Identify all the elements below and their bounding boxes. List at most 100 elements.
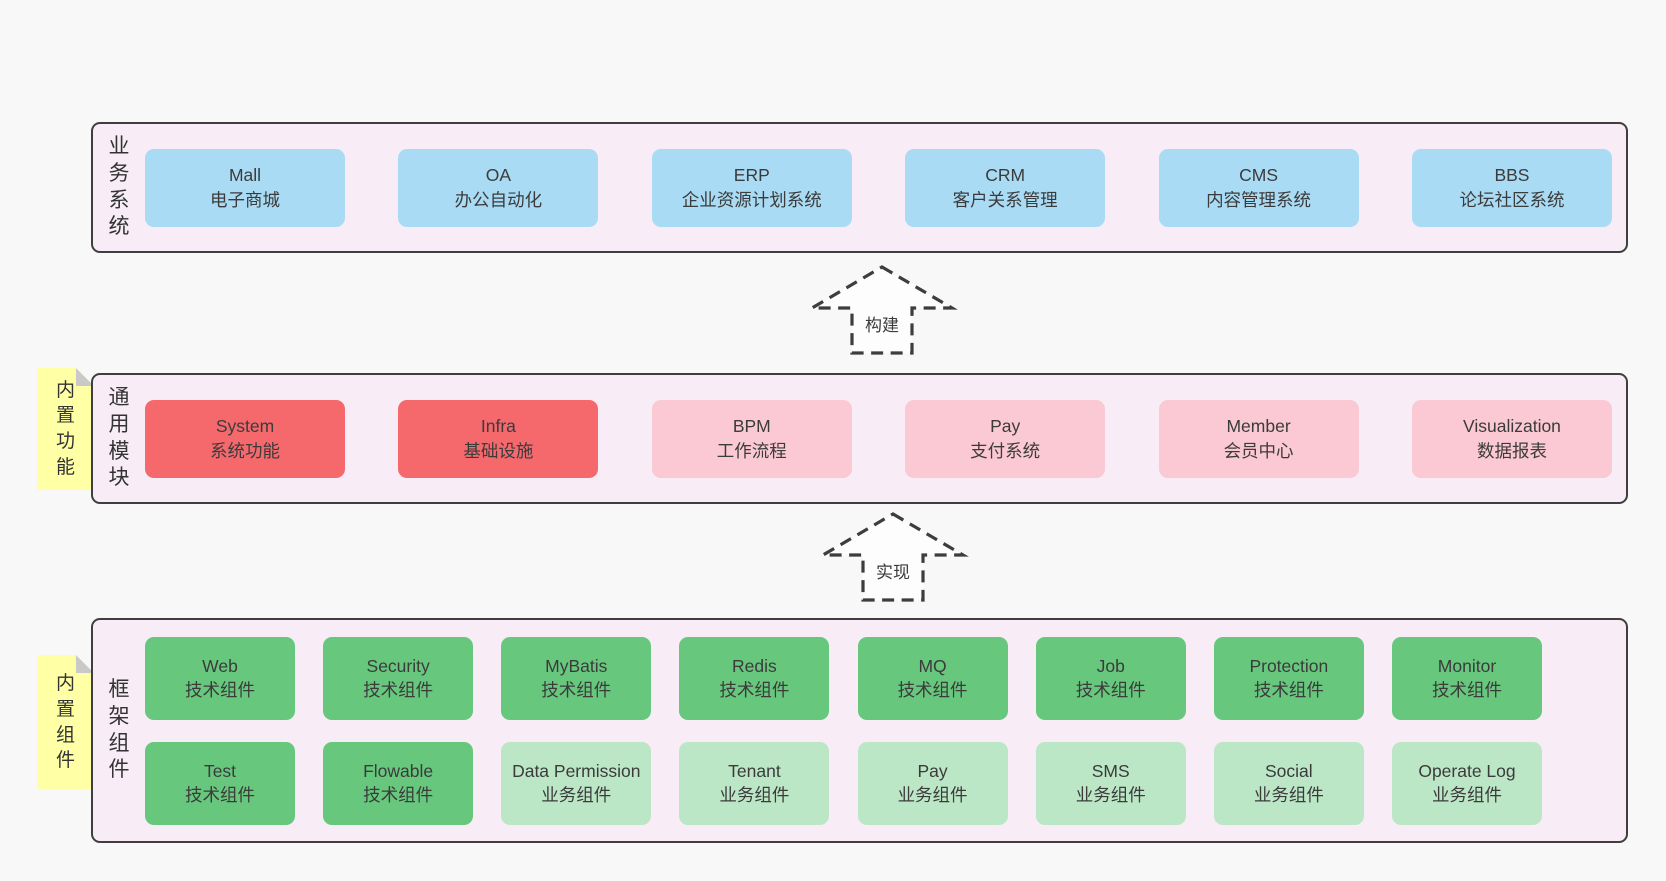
box-subtitle: 技术组件 xyxy=(363,785,434,805)
box-flowable: Flowable 技术组件 xyxy=(323,741,474,825)
build-arrow-label: 构建 xyxy=(865,316,899,335)
box-title: MyBatis xyxy=(545,655,608,676)
box-subtitle: 技术组件 xyxy=(719,680,790,700)
box-title: Member xyxy=(1226,416,1291,437)
box-operate-log: Operate Log 业务组件 xyxy=(1391,741,1542,825)
box-social: Social 业务组件 xyxy=(1213,741,1364,825)
box-subtitle: 支付系统 xyxy=(970,440,1041,461)
section-label-text: 业务系统 xyxy=(108,134,130,239)
box-subtitle: 业务组件 xyxy=(1075,785,1146,805)
panel-business-systems: 业务系统 Mall 电子商城 OA 办公自动化 ERP 企业资源计划系统 CRM… xyxy=(91,122,1628,253)
box-title: Infra xyxy=(480,416,516,437)
box-pay-component: Pay 业务组件 xyxy=(857,741,1008,825)
box-title: SMS xyxy=(1091,760,1130,781)
box-title: Mall xyxy=(228,165,262,186)
box-subtitle: 技术组件 xyxy=(1253,680,1324,700)
box-title: BBS xyxy=(1494,165,1530,186)
box-subtitle: 数据报表 xyxy=(1476,440,1547,461)
box-mall: Mall 电子商城 xyxy=(145,148,345,227)
box-subtitle: 工作流程 xyxy=(716,440,787,461)
box-title: Pay xyxy=(917,760,948,781)
box-title: Data Permission xyxy=(512,760,641,781)
box-title: OA xyxy=(485,165,512,186)
box-subtitle: 企业资源计划系统 xyxy=(681,189,822,210)
box-title: Security xyxy=(366,655,430,676)
box-subtitle: 技术组件 xyxy=(185,785,255,805)
box-title: Flowable xyxy=(363,760,434,781)
box-monitor: Monitor 技术组件 xyxy=(1391,636,1542,720)
box-subtitle: 客户关系管理 xyxy=(952,189,1058,210)
box-web: Web 技术组件 xyxy=(145,636,295,720)
box-title: Tenant xyxy=(728,760,781,781)
box-subtitle: 业务组件 xyxy=(897,785,968,805)
section-label-text: 框架组件 xyxy=(108,677,130,782)
box-subtitle: 业务组件 xyxy=(541,785,612,805)
box-title: Visualization xyxy=(1462,416,1561,437)
box-title: Protection xyxy=(1249,655,1329,676)
framework-components-row-2: Test 技术组件 Flowable 技术组件 Data Permission … xyxy=(145,741,1612,825)
box-cms: CMS 内容管理系统 xyxy=(1158,148,1359,227)
note-text: 内置功能 xyxy=(55,379,75,478)
box-visualization: Visualization 数据报表 xyxy=(1411,399,1612,478)
box-subtitle: 电子商城 xyxy=(210,189,280,210)
sticky-note-builtin-features: 内置功能 xyxy=(37,368,94,490)
box-subtitle: 技术组件 xyxy=(1431,680,1502,700)
box-title: Social xyxy=(1265,760,1313,781)
panel-common-modules: 通用模块 System 系统功能 Infra 基础设施 BPM 工作流程 Pay… xyxy=(91,373,1628,504)
box-subtitle: 业务组件 xyxy=(719,785,790,805)
box-subtitle: 技术组件 xyxy=(897,680,968,700)
box-erp: ERP 企业资源计划系统 xyxy=(651,148,852,227)
box-subtitle: 系统功能 xyxy=(210,440,280,461)
box-title: MQ xyxy=(918,655,947,676)
box-infra: Infra 基础设施 xyxy=(398,399,599,478)
box-title: Job xyxy=(1096,655,1125,676)
box-title: CRM xyxy=(985,165,1026,186)
box-security: Security 技术组件 xyxy=(323,636,474,720)
box-mq: MQ 技术组件 xyxy=(857,636,1008,720)
box-subtitle: 内容管理系统 xyxy=(1206,189,1312,210)
box-redis: Redis 技术组件 xyxy=(679,636,830,720)
box-member: Member 会员中心 xyxy=(1158,399,1359,478)
box-subtitle: 办公自动化 xyxy=(454,189,543,210)
box-title: CMS xyxy=(1239,165,1278,186)
box-subtitle: 技术组件 xyxy=(1075,680,1146,700)
note-fold-icon xyxy=(76,655,94,673)
box-subtitle: 业务组件 xyxy=(1253,785,1324,805)
box-subtitle: 技术组件 xyxy=(541,680,612,700)
sticky-note-builtin-components: 内置组件 xyxy=(37,655,94,790)
box-title: Monitor xyxy=(1437,655,1497,676)
build-arrow: 构建 xyxy=(801,264,963,356)
box-tenant: Tenant 业务组件 xyxy=(679,741,830,825)
box-title: System xyxy=(215,416,275,437)
box-subtitle: 业务组件 xyxy=(1431,785,1502,805)
box-protection: Protection 技术组件 xyxy=(1213,636,1364,720)
section-label-common-modules: 通用模块 xyxy=(93,375,145,502)
panel-framework-components: 框架组件 Web 技术组件 Security 技术组件 MyBatis 技术组件… xyxy=(91,618,1628,843)
box-title: Web xyxy=(202,655,238,676)
box-crm: CRM 客户关系管理 xyxy=(905,148,1106,227)
framework-components-row-1: Web 技术组件 Security 技术组件 MyBatis 技术组件 Redi… xyxy=(145,636,1612,720)
section-label-framework-components: 框架组件 xyxy=(93,620,145,841)
box-title: Test xyxy=(203,760,237,781)
box-pay-system: Pay 支付系统 xyxy=(905,399,1106,478)
box-subtitle: 基础设施 xyxy=(463,440,534,461)
note-text: 内置组件 xyxy=(55,673,75,772)
box-subtitle: 论坛社区系统 xyxy=(1459,189,1565,210)
box-oa: OA 办公自动化 xyxy=(398,148,599,227)
arrow-up-icon xyxy=(817,512,969,602)
box-bbs: BBS 论坛社区系统 xyxy=(1411,148,1612,227)
section-label-text: 通用模块 xyxy=(108,385,130,490)
box-subtitle: 技术组件 xyxy=(185,680,255,700)
note-fold-icon xyxy=(76,368,94,386)
box-data-permission: Data Permission 业务组件 xyxy=(501,741,652,825)
box-title: Redis xyxy=(732,655,777,676)
common-modules-row: System 系统功能 Infra 基础设施 BPM 工作流程 Pay 支付系统… xyxy=(145,399,1612,478)
implement-arrow-label: 实现 xyxy=(876,563,910,582)
box-job: Job 技术组件 xyxy=(1035,636,1186,720)
box-title: BPM xyxy=(732,416,771,437)
box-title: ERP xyxy=(733,165,770,186)
box-sms: SMS 业务组件 xyxy=(1035,741,1186,825)
arrow-up-icon xyxy=(806,265,958,355)
box-mybatis: MyBatis 技术组件 xyxy=(501,636,652,720)
business-systems-row: Mall 电子商城 OA 办公自动化 ERP 企业资源计划系统 CRM 客户关系… xyxy=(145,148,1612,227)
